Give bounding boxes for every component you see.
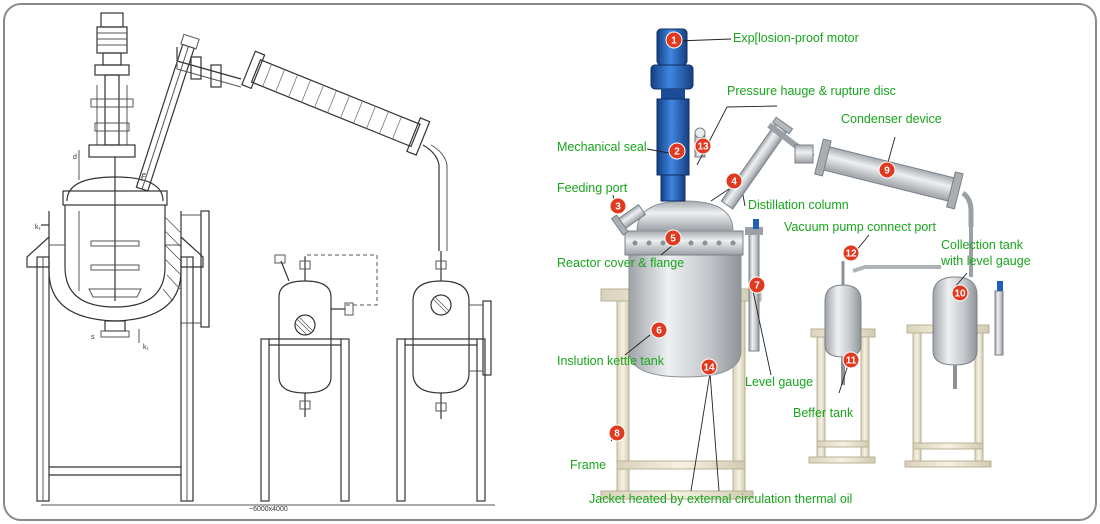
callout-labels: Exp[losion-proof motor Mechanical seal F… <box>557 31 1031 506</box>
marker-5 <box>664 229 682 247</box>
marker-11 <box>842 351 860 369</box>
marker-num: 4 <box>731 177 737 188</box>
callout-markers <box>608 31 969 442</box>
mark-s: s <box>91 334 95 341</box>
drawing-motor <box>94 12 130 76</box>
mark-k1b: k₁ <box>143 344 150 351</box>
marker-num: 11 <box>846 356 857 367</box>
marker-12 <box>842 244 860 262</box>
label-pressure-gauge-rupture-disc: Pressure hauge & rupture disc <box>727 84 896 98</box>
mark-d: d <box>73 154 77 161</box>
label-condenser-device: Condenser device <box>841 112 942 126</box>
label-reactor-cover-flange: Reactor cover & flange <box>557 256 684 270</box>
drawing-collection-tank <box>396 251 492 502</box>
marker-num: 10 <box>954 289 966 300</box>
label-mechanical-seal: Mechanical seal <box>557 140 647 154</box>
marker-num: 5 <box>670 234 676 245</box>
marker-14 <box>700 358 718 376</box>
marker-6 <box>650 321 668 339</box>
label-frame: Frame <box>570 458 606 472</box>
label-distillation-column: Distillation column <box>748 198 849 212</box>
marker-num: 2 <box>674 147 680 158</box>
marker-num: 9 <box>884 166 890 177</box>
label-feeding-port: Feeding port <box>557 181 628 195</box>
label-vacuum-pump-connect-port: Vacuum pump connect port <box>784 220 936 234</box>
mark-e: e <box>142 172 146 179</box>
marker-13 <box>694 137 712 155</box>
marker-num: 8 <box>614 429 620 440</box>
marker-num: 14 <box>703 363 715 374</box>
diagram-frame: d f s k₁ k₁ <box>3 3 1097 521</box>
label-buffer-tank: Beffer tank <box>793 406 854 420</box>
marker-3 <box>609 197 627 215</box>
marker-num: 6 <box>656 326 662 337</box>
label-level-gauge: Level gauge <box>745 375 813 389</box>
buffer-tank <box>808 261 876 464</box>
drawing-buffer-tank <box>260 254 354 502</box>
marker-num: 12 <box>845 249 857 260</box>
technical-drawing: d f s k₁ k₁ <box>26 12 495 513</box>
marker-4 <box>725 172 743 190</box>
mark-f: f <box>141 176 143 183</box>
mark-k1: k₁ <box>35 224 42 231</box>
callout-numbers: 1 2 3 4 5 6 7 8 9 10 11 12 13 14 <box>614 36 966 440</box>
marker-7 <box>748 276 766 294</box>
marker-num: 3 <box>615 202 621 213</box>
marker-num: 13 <box>697 142 709 153</box>
marker-8 <box>608 424 626 442</box>
marker-2 <box>668 142 686 160</box>
reactor-diagram: d f s k₁ k₁ <box>26 12 1031 513</box>
marker-num: 1 <box>671 36 677 47</box>
label-collection-tank: Collection tank with level gauge <box>940 238 1031 268</box>
label-explosion-proof-motor: Exp[losion-proof motor <box>733 31 859 45</box>
label-jacket-heated: Jacket heated by external circulation th… <box>589 492 852 506</box>
dimension-text: ~6000x4000 <box>249 506 288 513</box>
label-insulation-kettle-tank: Inslution kettle tank <box>557 354 665 368</box>
leader-lines <box>610 38 968 492</box>
marker-10 <box>951 284 969 302</box>
marker-num: 7 <box>754 281 760 292</box>
marker-1 <box>665 31 683 49</box>
marker-9 <box>878 161 896 179</box>
